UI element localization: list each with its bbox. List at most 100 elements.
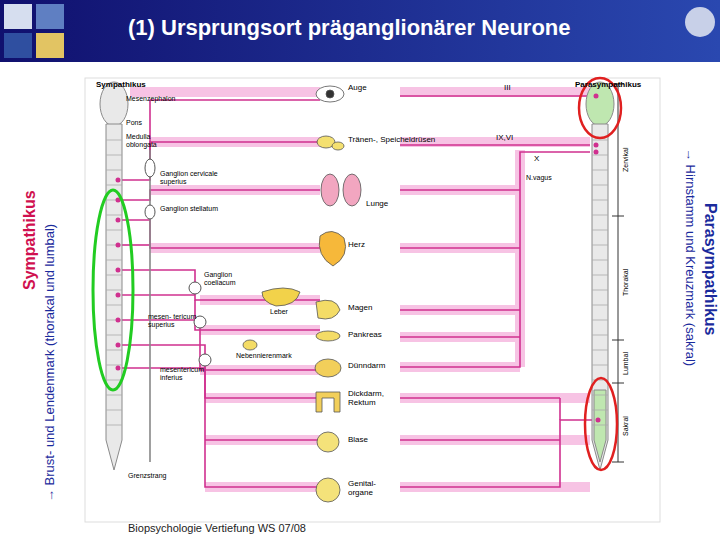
- ganglion-label: Ganglion coeliacum: [204, 271, 248, 286]
- nerve-fibre: [122, 345, 320, 398]
- highlight-ellipse: [93, 190, 133, 390]
- logo-tile: [36, 33, 64, 58]
- neuron-dot: [116, 243, 121, 248]
- nerve-fibre: [559, 398, 561, 420]
- neuron-dot: [116, 293, 121, 298]
- nerve-bands: [130, 92, 590, 487]
- nerve-fibre: [122, 190, 320, 200]
- neuron-dot: [116, 318, 121, 323]
- nerve-band: [400, 393, 590, 403]
- nerve-fibre: [122, 220, 320, 248]
- segment-label: Zervikal: [622, 147, 630, 172]
- highlight-ellipse: [585, 378, 617, 470]
- organ-label: Dünndarm: [348, 362, 385, 371]
- small-intestine: [315, 359, 341, 377]
- ganglion: [199, 354, 211, 366]
- liver: [262, 288, 300, 306]
- footer-note: Biopsychologie Vertiefung WS 07/08: [128, 522, 306, 534]
- neuron-dot: [116, 366, 121, 371]
- organ-label: Herz: [348, 241, 365, 250]
- nerve-band: [400, 332, 520, 342]
- stomach: [316, 300, 340, 319]
- diagram-heading: Sympathikus: [96, 81, 146, 90]
- nerve-band: [400, 87, 590, 97]
- organ-label: Genital- organe: [348, 480, 386, 498]
- ganglia: [145, 159, 211, 366]
- organ-label: Leber: [270, 308, 288, 316]
- nerve-fibre: [400, 144, 590, 146]
- segment-label: Sakral: [622, 416, 630, 436]
- neuron-dot: [594, 143, 599, 148]
- nerve-fibre: [400, 397, 560, 399]
- segment-label: Thorakal: [622, 269, 630, 296]
- bladder: [317, 432, 339, 452]
- nerve-fibre: [400, 309, 520, 311]
- parasympathetic-fibres: [400, 96, 592, 487]
- nerve-fibre: [122, 244, 150, 246]
- brain-region-label: Medulla oblongata: [126, 133, 170, 148]
- sympathetic-fibres: [122, 100, 320, 487]
- header-bar: [0, 0, 720, 62]
- lung: [343, 174, 361, 206]
- ganglion-label: mesentericum inferius: [160, 366, 210, 381]
- spinal-cord-right: [586, 82, 614, 470]
- nerve-band: [400, 305, 520, 315]
- heart: [319, 231, 345, 266]
- nerve-band: [400, 185, 520, 195]
- neuron-dot: [116, 178, 121, 183]
- spinal-cord: [592, 124, 608, 470]
- organ-label: Dickdarm, Rektum: [348, 390, 394, 408]
- brain-region-label: Mesenzephalon: [126, 95, 175, 103]
- spinal-cord: [106, 124, 122, 470]
- pancreas: [316, 331, 340, 341]
- gland: [332, 142, 344, 150]
- nerve-fibre: [400, 420, 592, 487]
- scale-line: [618, 84, 619, 462]
- segment-label: Lumbal: [622, 352, 630, 375]
- neuron-dot: [116, 218, 121, 223]
- nerve-fibre: [195, 300, 320, 330]
- logo-tile: [4, 4, 32, 29]
- organ-label: Auge: [348, 84, 367, 93]
- ganglion-label: mesen- tericum superius: [148, 313, 204, 328]
- nerve-fibre: [122, 100, 320, 180]
- nerve-label: N.vagus: [526, 174, 552, 182]
- neuron-dots: [116, 94, 601, 423]
- organ-label: Nebennierenmark: [236, 352, 292, 360]
- spinal-cord-left: [100, 82, 128, 470]
- segment-marks: [106, 140, 608, 425]
- genital-organ: [316, 478, 340, 502]
- cranial-nerve-label: IX,VI: [496, 134, 513, 143]
- organs: [243, 86, 361, 502]
- nerve-fibre: [122, 368, 320, 487]
- slide-title: (1) Ursprungsort präganglionärer Neurone: [128, 16, 571, 40]
- organ-label: Tränen-, Speicheldrüsen: [348, 136, 435, 145]
- side-note: → Brust- und Lendenmark (thorakal und lu…: [43, 224, 57, 502]
- nerve-fibre: [400, 152, 590, 367]
- side-heading: Parasympathikus: [701, 203, 719, 336]
- nerve-band: [205, 435, 320, 445]
- nerve-fibre: [400, 189, 520, 191]
- side-note: → Hirnstamm und Kreuzmark (sakral): [683, 148, 697, 366]
- nerve-fibre: [400, 95, 590, 97]
- nerve-fibre: [150, 142, 320, 160]
- sacral-segment: [594, 390, 606, 462]
- colon: [316, 392, 340, 412]
- ganglion: [145, 159, 155, 177]
- eye: [316, 86, 344, 102]
- university-seal: [685, 7, 715, 37]
- nerve-fibre: [205, 439, 320, 441]
- nerve-fibre: [400, 439, 560, 441]
- ganglion: [145, 205, 155, 219]
- structure-label: Grenzstrang: [128, 472, 167, 480]
- logo-tile: [36, 4, 64, 29]
- organ-label: Pankreas: [348, 331, 382, 340]
- cranial-nerve-label: III: [504, 84, 511, 93]
- ganglion-label: Ganglion cervicale superius: [160, 170, 220, 185]
- sympathetic-chain: [149, 150, 151, 462]
- nerve-band: [400, 435, 590, 445]
- neuron-dot: [594, 150, 599, 155]
- neuron-dot: [116, 343, 121, 348]
